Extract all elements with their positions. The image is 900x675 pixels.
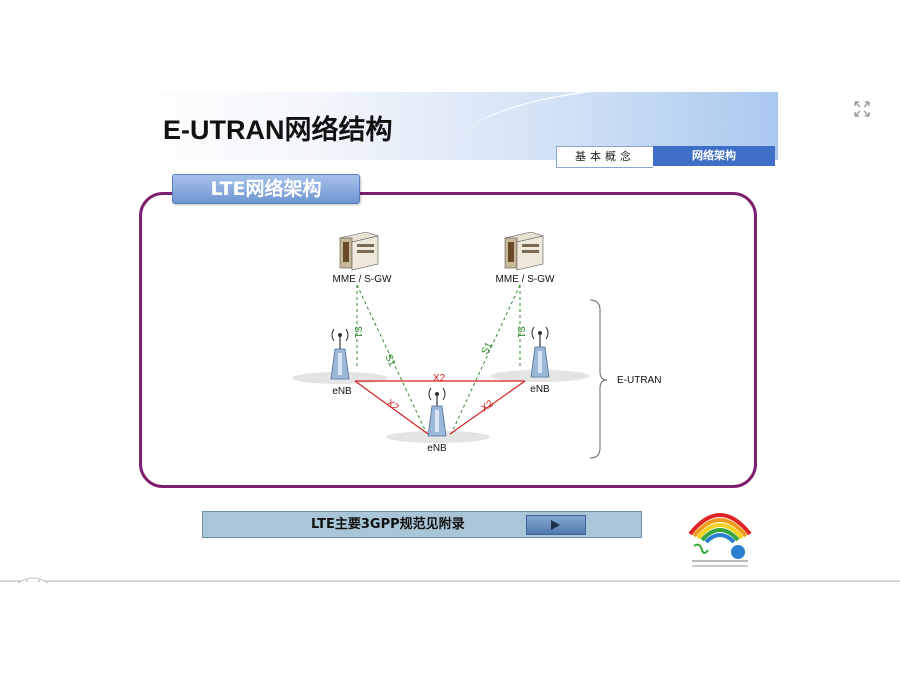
expo-logo — [688, 513, 752, 567]
tab-bar: 基本概念 网络架构 — [556, 146, 775, 168]
page-nav-icon[interactable] — [18, 575, 48, 585]
server-icon — [503, 231, 545, 271]
node-label-enb: eNB — [332, 386, 352, 397]
tab-network-architecture[interactable]: 网络架构 — [653, 146, 775, 166]
node-label-mme: MME / S-GW — [333, 274, 392, 285]
s1-link-label: S1 — [382, 353, 397, 369]
x2-link — [449, 380, 526, 435]
s1-link-label: S1 — [515, 326, 526, 339]
group-label-e-utran: E-UTRAN — [617, 375, 661, 386]
tab-basic-concepts[interactable]: 基本概念 — [556, 146, 653, 168]
s1-link-label: S1 — [352, 326, 363, 339]
page-title: E-UTRAN网络结构 — [163, 115, 393, 145]
footer-note-bar: LTE主要3GPP规范见附录 — [202, 511, 642, 538]
play-button[interactable] — [526, 515, 586, 535]
s1-link-label: S1 — [480, 340, 495, 356]
ground-shadow — [386, 431, 490, 443]
x2-link — [354, 380, 429, 435]
antenna-icon — [427, 387, 447, 437]
x2-link-label: X2 — [384, 398, 401, 414]
antenna-icon — [530, 326, 550, 378]
footer-note: LTE主要3GPP规范见附录 — [311, 517, 465, 532]
section-label: LTE网络架构 — [172, 174, 360, 204]
expand-icon[interactable] — [853, 100, 871, 118]
node-label-enb: eNB — [427, 443, 447, 454]
x2-link-label: X2 — [433, 373, 446, 384]
bottom-divider — [0, 580, 900, 582]
e-utran-brace — [589, 299, 608, 459]
antenna-icon — [330, 328, 350, 380]
node-label-mme: MME / S-GW — [496, 274, 555, 285]
node-label-enb: eNB — [530, 384, 550, 395]
server-icon — [338, 231, 380, 271]
s1-link — [451, 284, 521, 433]
play-icon — [551, 520, 560, 530]
